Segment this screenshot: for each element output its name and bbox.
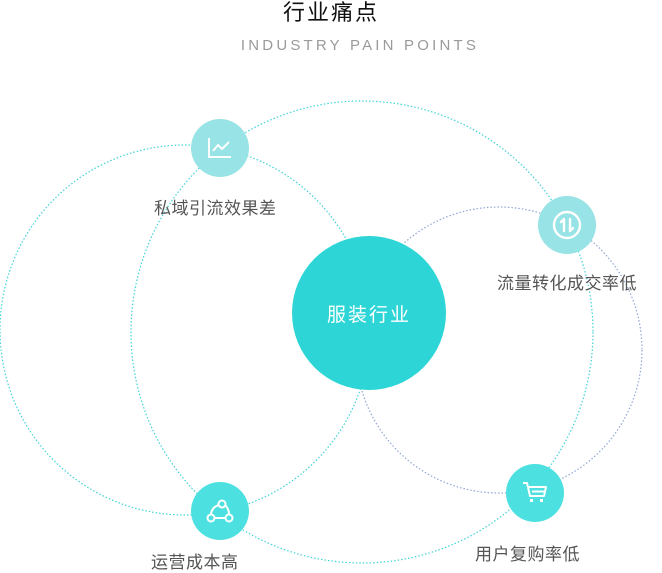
pain-point-node-private-traffic[interactable] (191, 119, 249, 177)
orbit-large (130, 100, 594, 564)
hub-label: 服装行业 (326, 303, 411, 326)
pain-point-label: 流量转化成交率低 (497, 274, 637, 294)
pain-point-node-conversion[interactable] (538, 196, 596, 254)
pain-point-label: 私域引流效果差 (154, 199, 277, 219)
pain-point-node-operating-cost[interactable] (191, 482, 249, 540)
pain-point-label: 运营成本高 (151, 553, 239, 573)
shopping-cart-icon (523, 482, 547, 502)
line-chart-icon (208, 138, 231, 158)
page-subtitle: INDUSTRY PAIN POINTS (240, 37, 480, 54)
page-title: 行业痛点 (282, 1, 379, 26)
pain-point-node-repurchase[interactable] (506, 464, 564, 522)
exchange-arrows-icon (552, 210, 582, 240)
cycle-nodes-icon (206, 499, 234, 523)
pain-point-label: 用户复购率低 (475, 545, 580, 565)
hub-circle: 服装行业 (292, 236, 446, 390)
